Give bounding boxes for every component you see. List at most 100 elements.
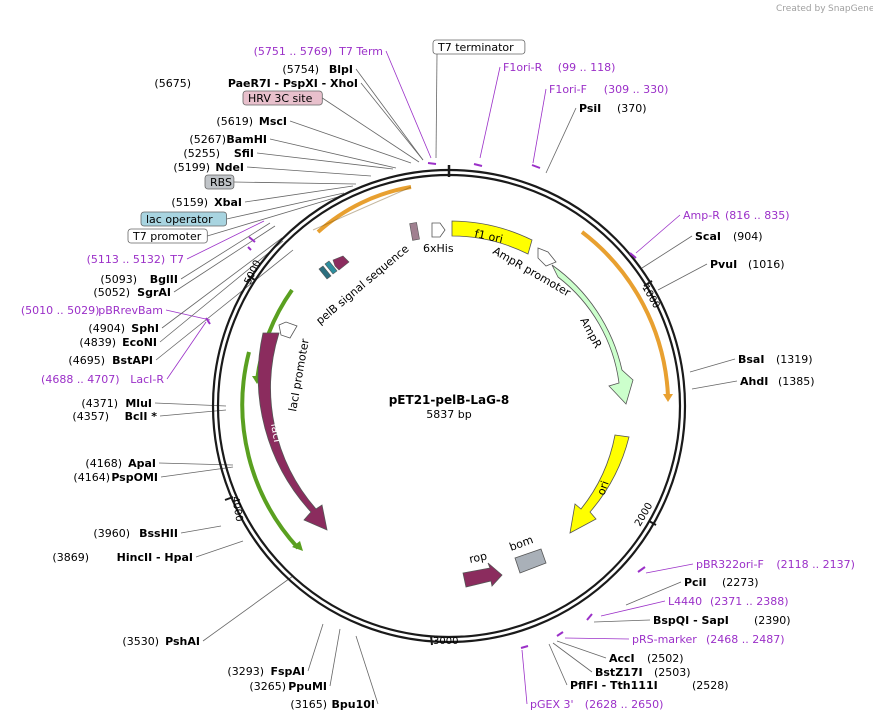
primer-mark [248,236,256,243]
ori-label: ori [595,479,612,497]
label-position: (4168) [85,457,122,470]
label-name: PsiI [579,102,601,115]
label-name: ApaI [128,457,156,470]
label-position: (370) [617,102,647,115]
label-bsshii[interactable]: BssHII(3960) [93,527,178,540]
label-pbr322ori-f[interactable]: pBR322ori-F(2118 .. 2137) [696,558,855,571]
label-l4440[interactable]: L4440(2371 .. 2388) [668,595,789,608]
label-rbs[interactable]: RBS [204,174,235,190]
label-f1ori-f[interactable]: F1ori-F (309 .. 330) [549,83,668,96]
label-position: (3293) [227,665,264,678]
label-position: (4695) [68,354,105,367]
label-fspai[interactable]: FspAI(3293) [227,665,305,678]
credit-prefix: Created by [776,4,826,14]
label-xbai[interactable]: XbaI(5159) [171,196,242,209]
label-t7[interactable]: T7(5113 .. 5132) [87,253,184,266]
feature-6xhis[interactable]: 6xHis [409,222,454,255]
label-bspqi-sapi[interactable]: BspQI - SapI(2390) [653,614,791,627]
label-paer7i-pspxi-xhoi[interactable]: PaeR7I - PspXI - XhoI(5675) [154,77,358,90]
label-mlui[interactable]: MluI(4371) [81,397,152,410]
label-name: BstZ17I [595,666,643,679]
label-position: (4357) [72,410,109,423]
label-position: (309 .. 330) [604,83,669,96]
label-sfii[interactable]: SfiI(5255) [183,147,254,160]
label-sphi[interactable]: SphI(4904) [88,322,159,335]
feature-box-label: T7 terminator [437,41,514,54]
primer-mark [205,317,211,325]
label-name: SphI [131,322,159,335]
orf-arc-lac2 [240,351,300,550]
label-t7-promoter[interactable]: T7 promoter [127,228,208,244]
label-t7-terminator[interactable]: T7 terminator [432,39,526,55]
label-name: F1ori-F [549,83,587,96]
label-t7-term[interactable]: T7 Term(5751 .. 5769) [254,45,383,58]
label-pcii[interactable]: PciI(2273) [684,576,759,589]
label-apai[interactable]: ApaI (4168) [85,457,156,470]
label-blpi[interactable]: BlpI(5754) [282,63,353,76]
label-scai[interactable]: ScaI(904) [695,230,763,243]
label-ahdi[interactable]: AhdI(1385) [740,375,815,388]
feature-ori[interactable]: ori [569,434,630,534]
label-position: (1385) [778,375,815,388]
label-bpu10i[interactable]: Bpu10I(3165) [290,698,375,711]
feature-f1-ori[interactable]: f1 ori [451,220,533,255]
tick-label: 4000 [229,496,244,523]
label-bamhi[interactable]: BamHI(5267) [189,133,267,146]
label-name: BspQI - SapI [653,614,729,627]
label-bstapi[interactable]: BstAPI(4695) [68,354,153,367]
label-position: (2528) [692,679,729,692]
label-bglii[interactable]: BglII(5093) [100,273,178,286]
label-name: PflFI - Tth111I [570,679,658,692]
label-name: PpuMI [288,680,327,693]
feature-pelb[interactable]: pelB signal sequence [314,242,412,327]
label-pflfi-tth111i[interactable]: PflFI - Tth111I (2528) [570,679,729,692]
label-bcli[interactable]: BclI *(4357) [72,410,157,423]
tick-mark [430,635,433,646]
label-pbrrevbam[interactable]: pBRrevBam(5010 .. 5029) [21,304,163,317]
label-position: (5093) [100,273,137,286]
label-name: SfiI [234,147,254,160]
label-name: PciI [684,576,706,589]
label-prs-marker[interactable]: pRS-marker(2468 .. 2487) [632,633,785,646]
label-bstz17i[interactable]: BstZ17I(2503) [595,666,691,679]
label-pvui[interactable]: PvuI(1016) [710,258,785,271]
label-position: (816 .. 835) [725,209,790,222]
feature-bom[interactable]: bom [508,533,547,574]
label-ppumi[interactable]: PpuMI(3265) [249,680,327,693]
label-psii[interactable]: PsiI (370) [579,102,647,115]
label-lac-operator[interactable]: lac operator [140,211,227,227]
label-name: PspOMI [111,471,158,484]
label-laci-r[interactable]: LacI-R(4688 .. 4707) [41,373,164,386]
label-econi[interactable]: EcoNI(4839) [79,336,157,349]
label-msci[interactable]: MscI(5619) [216,115,287,128]
label-name: PshAI [165,635,200,648]
label-position: (2371 .. 2388) [710,595,789,608]
label-amp-r[interactable]: Amp-R(816 .. 835) [683,209,790,222]
label-name: BlpI [329,63,353,76]
label-bsai[interactable]: BsaI(1319) [738,353,813,366]
label-position: (4164) [73,471,110,484]
feature-laci-promoter[interactable]: lacI promoter [278,321,312,413]
label-pspomi[interactable]: PspOMI(4164) [73,471,158,484]
f1-ori-label: f1 ori [473,227,504,246]
label-position: (2468 .. 2487) [706,633,785,646]
label-name: T7 Term [338,45,383,58]
feature-laci[interactable]: lacI [257,332,328,531]
label-hrv-3c-site[interactable]: HRV 3C site [242,90,323,106]
label-sgrai[interactable]: SgrAI(5052) [93,286,171,299]
label-name: MluI [125,397,152,410]
label-position: (5199) [173,161,210,174]
label-name: MscI [259,115,287,128]
label-position: (1319) [776,353,813,366]
label-acci[interactable]: AccI(2502) [609,652,684,665]
label-pshai[interactable]: PshAI(3530) [122,635,200,648]
label-name: SgrAI [137,286,171,299]
label-f1ori-r[interactable]: F1ori-R(99 .. 118) [503,61,615,74]
label-ndei[interactable]: NdeI(5199) [173,161,244,174]
label-pgex-3[interactable]: pGEX 3'(2628 .. 2650) [530,698,663,711]
label-hincii-hpai[interactable]: HincII - HpaI(3869) [52,551,193,564]
primer-mark [637,566,646,573]
feature-rop[interactable]: rop [462,549,503,588]
feature-box-label: HRV 3C site [248,92,313,105]
label-position: (2118 .. 2137) [776,558,855,571]
